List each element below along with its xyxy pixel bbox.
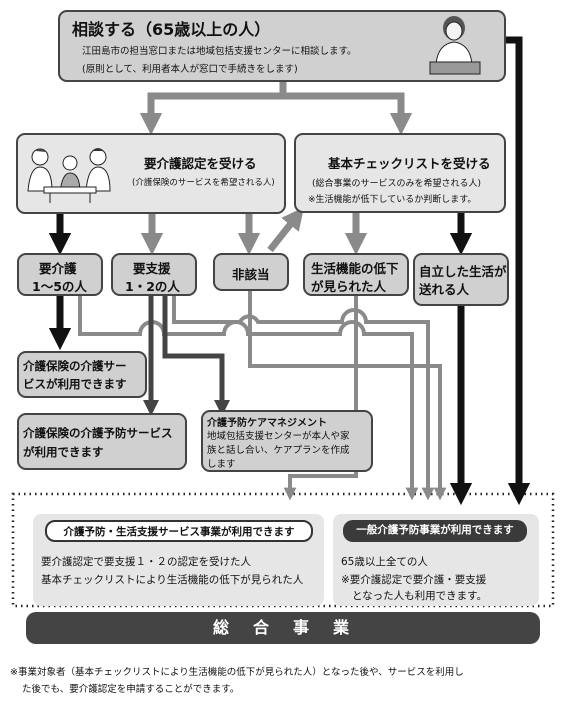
care-management-box: 介護予防ケアマネジメント 地域包括支援センターが本人や家 族と話し合い、ケアプラ… [201,410,373,472]
care-management-line3: します [207,459,236,470]
general-prevention-pill: 一般介護予防事業が利用できます [343,520,527,542]
general-prevention-line3: となった人も利用できます。 [352,590,488,602]
comprehensive-program-label: 総 合 事 業 [212,618,353,637]
result-function-decline-line1: 生活機能の低下 [311,261,399,276]
result-support-level-line1: 要支援 [133,261,171,276]
general-prevention-line2: ※要介護認定で要介護・要支援 [341,574,487,586]
lifestyle-support-pill: 介護予防・生活支援サービス事業が利用できます [45,520,313,542]
counselor-illustration [429,16,481,75]
result-independent-line2: 送れる人 [419,282,470,297]
care-management-line1: 地域包括支援センターが本人や家 [207,431,350,442]
footnote-line1: ※事業対象者（基本チェックリストにより生活機能の低下が見られた人）となった後や、… [10,667,464,678]
general-prevention-box: 一般介護予防事業が利用できます 65歳以上全ての人 ※要介護認定で要介護・要支援… [333,514,539,606]
care-management-line2: 族と話し合い、ケアプランを作成 [207,445,350,456]
consult-desc-line1: 江田島市の担当窓口または地域包括支援センターに相談します。 [82,46,357,57]
result-function-decline: 生活機能の低下 が見られた人 [303,253,409,296]
care-certification-box: 要介護認定を受ける (介護保険のサービスを希望される人) [16,133,286,214]
comprehensive-program-banner: 総 合 事 業 [26,612,540,644]
lifestyle-support-line2: 基本チェックリストにより生活機能の低下が見られた人 [41,574,304,586]
lifestyle-support-line1: 要介護認定で要支援１・２の認定を受けた人 [41,556,251,568]
footnote-line2: た後でも、要介護認定を申請することができます。 [22,684,240,695]
result-support-level-line2: 1・2の人 [125,279,180,294]
family-meeting-illustration [27,148,111,203]
general-prevention-line1: 65歳以上全ての人 [341,556,428,568]
result-support-level: 要支援 1・2の人 [111,253,197,296]
result-care-level-line2: 1～5の人 [32,279,87,294]
basic-checklist-note: ※生活機能が低下しているか判断します。 [308,195,477,205]
care-service-box: 介護保険の介護サー ビスが利用できます [17,351,147,398]
prevention-service-box: 介護保険の介護予防サービス が利用できます [17,413,187,470]
prevention-service-line1: 介護保険の介護予防サービス [23,426,173,440]
result-not-applicable-label: 非該当 [232,267,270,282]
result-care-level-line1: 要介護 [39,261,77,276]
result-independent-line1: 自立した生活が [419,264,507,279]
care-management-title: 介護予防ケアマネジメント [207,418,327,429]
care-certification-title: 要介護認定を受ける [144,156,257,171]
result-not-applicable: 非該当 [213,253,289,291]
lifestyle-support-box: 介護予防・生活支援サービス事業が利用できます 要介護認定で要支援１・２の認定を受… [33,514,324,606]
general-services-region [11,492,555,608]
prevention-service-line2: が利用できます [23,445,104,459]
care-service-line1: 介護保険の介護サー [23,359,127,373]
consult-desc-line2: (原則として、利用者本人が窓口で手続きをします) [82,64,298,75]
care-service-line2: ビスが利用できます [23,377,127,391]
result-care-level: 要介護 1～5の人 [17,253,103,296]
care-certification-subtitle: (介護保険のサービスを希望される人) [132,178,275,188]
consult-box: 相談する（65歳以上の人） 江田島市の担当窓口または地域包括支援センターに相談し… [58,10,506,82]
basic-checklist-title: 基本チェックリストを受ける [328,156,491,171]
consult-title: 相談する（65歳以上の人） [72,20,271,39]
basic-checklist-box: 基本チェックリストを受ける (総合事業のサービスのみを希望される人) ※生活機能… [294,133,506,213]
result-function-decline-line2: が見られた人 [311,279,387,294]
result-independent: 自立した生活が 送れる人 [413,253,509,306]
basic-checklist-subtitle: (総合事業のサービスのみを希望される人) [312,179,482,189]
